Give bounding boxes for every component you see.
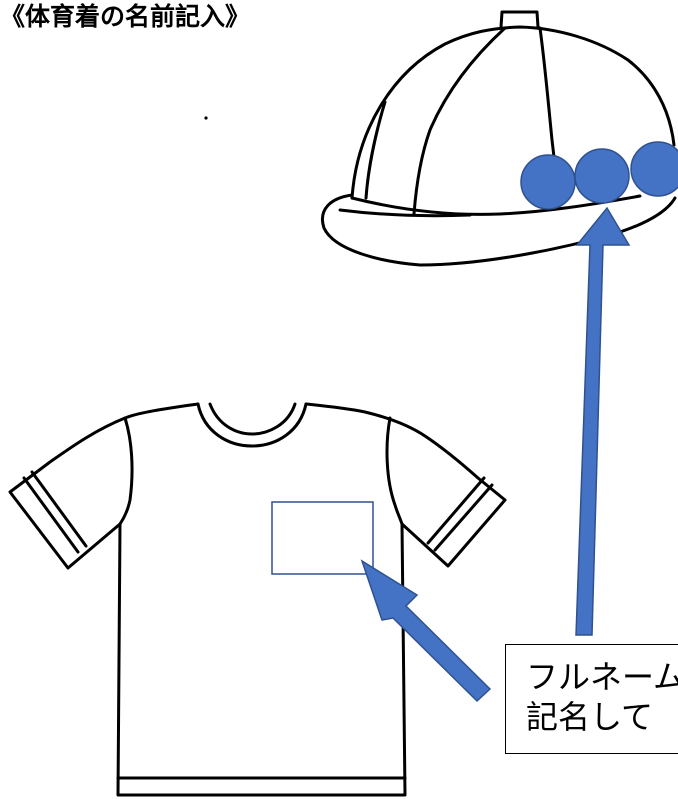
- cap-band: [350, 194, 642, 216]
- tshirt-cuff: [30, 470, 88, 548]
- name-circle: [630, 141, 678, 197]
- cap-crown: [350, 25, 676, 200]
- name-circle: [520, 154, 576, 210]
- cap-visor: [321, 193, 677, 267]
- stray-dot: [204, 116, 208, 120]
- tshirt-cuff: [22, 476, 80, 554]
- cap-visor-stitch: [338, 208, 472, 218]
- tshirt-cuff: [433, 483, 494, 552]
- tshirt-collar-inner: [208, 402, 297, 436]
- shirt-name-box: [271, 501, 374, 575]
- name-circle: [574, 148, 630, 204]
- instruction-label: フルネーム 記名して: [505, 644, 678, 754]
- cap-seam: [412, 26, 507, 216]
- instruction-line-1: フルネーム: [526, 658, 678, 696]
- tshirt-sleeve-seam: [385, 416, 404, 526]
- cap-seam: [364, 100, 387, 200]
- page-title: 《体育着の名前記入》: [0, 2, 251, 31]
- cap-illustration: [321, 10, 677, 267]
- tshirt-collar: [196, 402, 308, 448]
- instruction-line-2: 記名して: [526, 698, 654, 736]
- tshirt-body: [8, 402, 507, 797]
- cap-name-marks: [520, 141, 678, 210]
- tshirt-sleeve-seam: [118, 416, 134, 526]
- cap-button: [499, 10, 540, 29]
- arrow-to-cap: [575, 206, 631, 636]
- tshirt-cuff: [426, 476, 486, 545]
- tshirt-illustration: [8, 402, 507, 797]
- arrow-to-shirt: [360, 559, 492, 703]
